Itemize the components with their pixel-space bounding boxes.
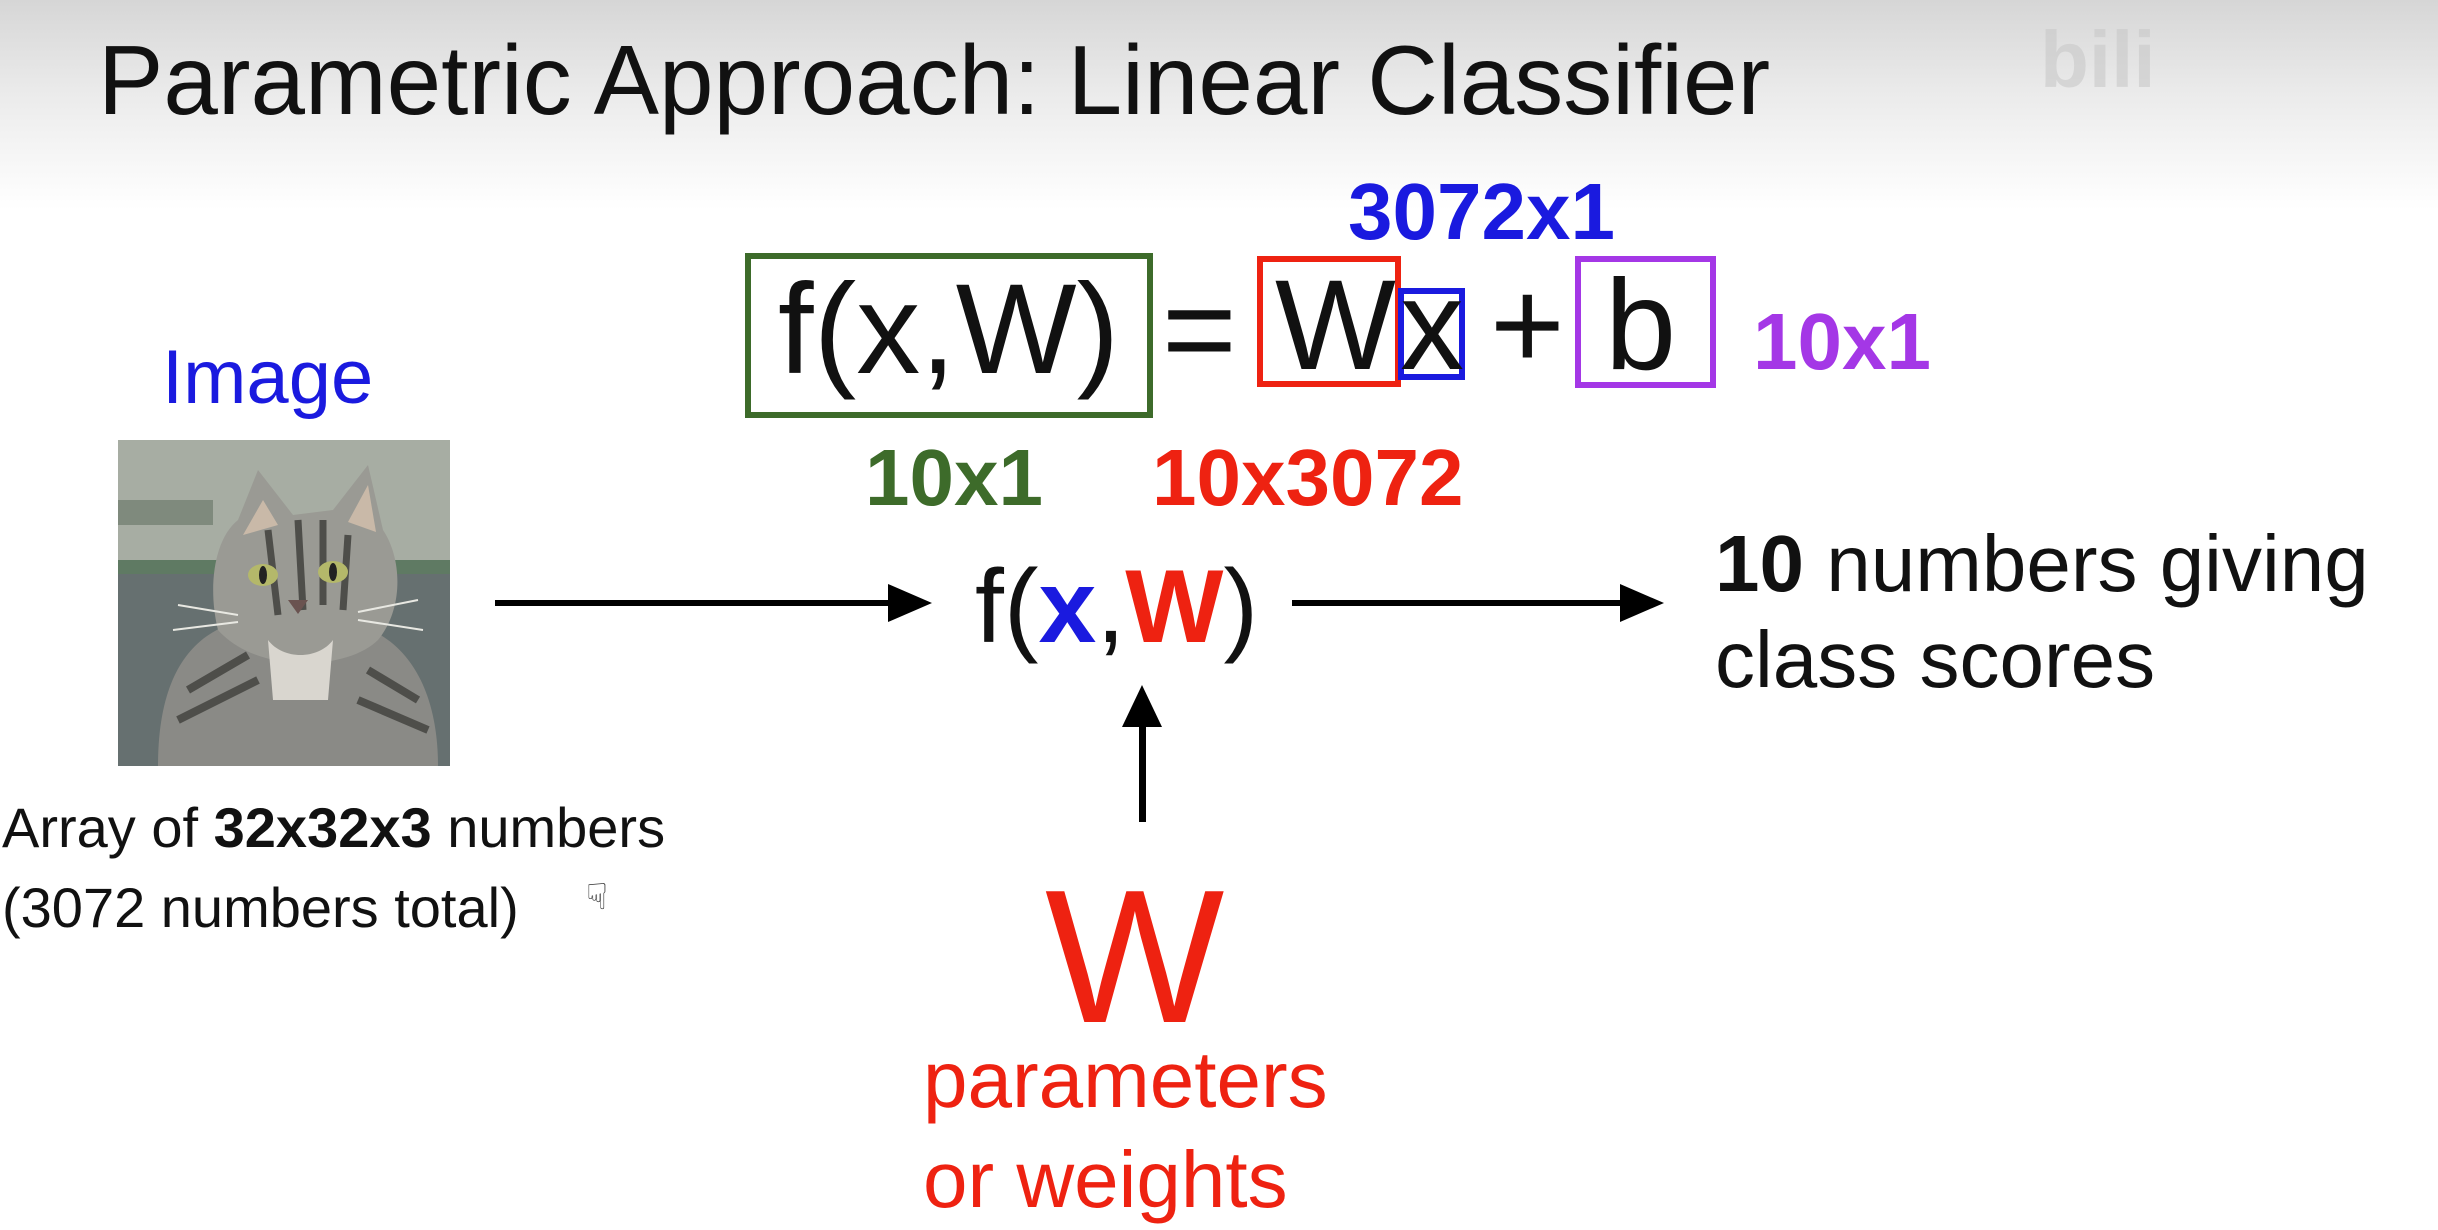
function-expression: f(x,W)	[975, 549, 1259, 665]
bias-box	[1575, 256, 1716, 388]
hand-cursor-icon: ☟	[586, 876, 608, 917]
output-box	[745, 253, 1153, 418]
image-caption-line2: (3072 numbers total)	[2, 876, 519, 939]
output-arrow-head-icon	[1620, 584, 1664, 622]
equation-lhs: f(x,W)	[778, 258, 1120, 401]
x-dimension-label: 3072x1	[1348, 167, 1615, 256]
slide-title: Parametric Approach: Linear Classifier	[98, 25, 1771, 135]
weights-arrow-head-icon	[1122, 685, 1162, 727]
plus-sign: +	[1490, 254, 1565, 397]
equation-b: b	[1605, 254, 1677, 397]
image-caption-line1: Array of 32x32x3 numbers	[2, 796, 666, 859]
input-arrow	[495, 600, 890, 606]
output-arrow	[1292, 600, 1622, 606]
equation-w: W	[1275, 254, 1396, 397]
cat-photo-icon	[118, 440, 450, 766]
weight-dimension-label: 10x3072	[1152, 433, 1464, 522]
equals-sign: =	[1162, 258, 1237, 401]
weights-symbol: W	[1045, 851, 1225, 1063]
bias-dimension-label: 10x1	[1753, 297, 1931, 386]
input-arrow-head-icon	[888, 584, 932, 622]
weights-arrow	[1139, 722, 1146, 822]
title-band	[0, 0, 2438, 210]
watermark-logo: bili	[2040, 15, 2156, 104]
output-dimension-label: 10x1	[865, 433, 1043, 522]
input-box	[1398, 288, 1465, 380]
image-label: Image	[162, 335, 374, 420]
cat-image	[118, 440, 450, 766]
equation-x: x	[1400, 254, 1464, 397]
